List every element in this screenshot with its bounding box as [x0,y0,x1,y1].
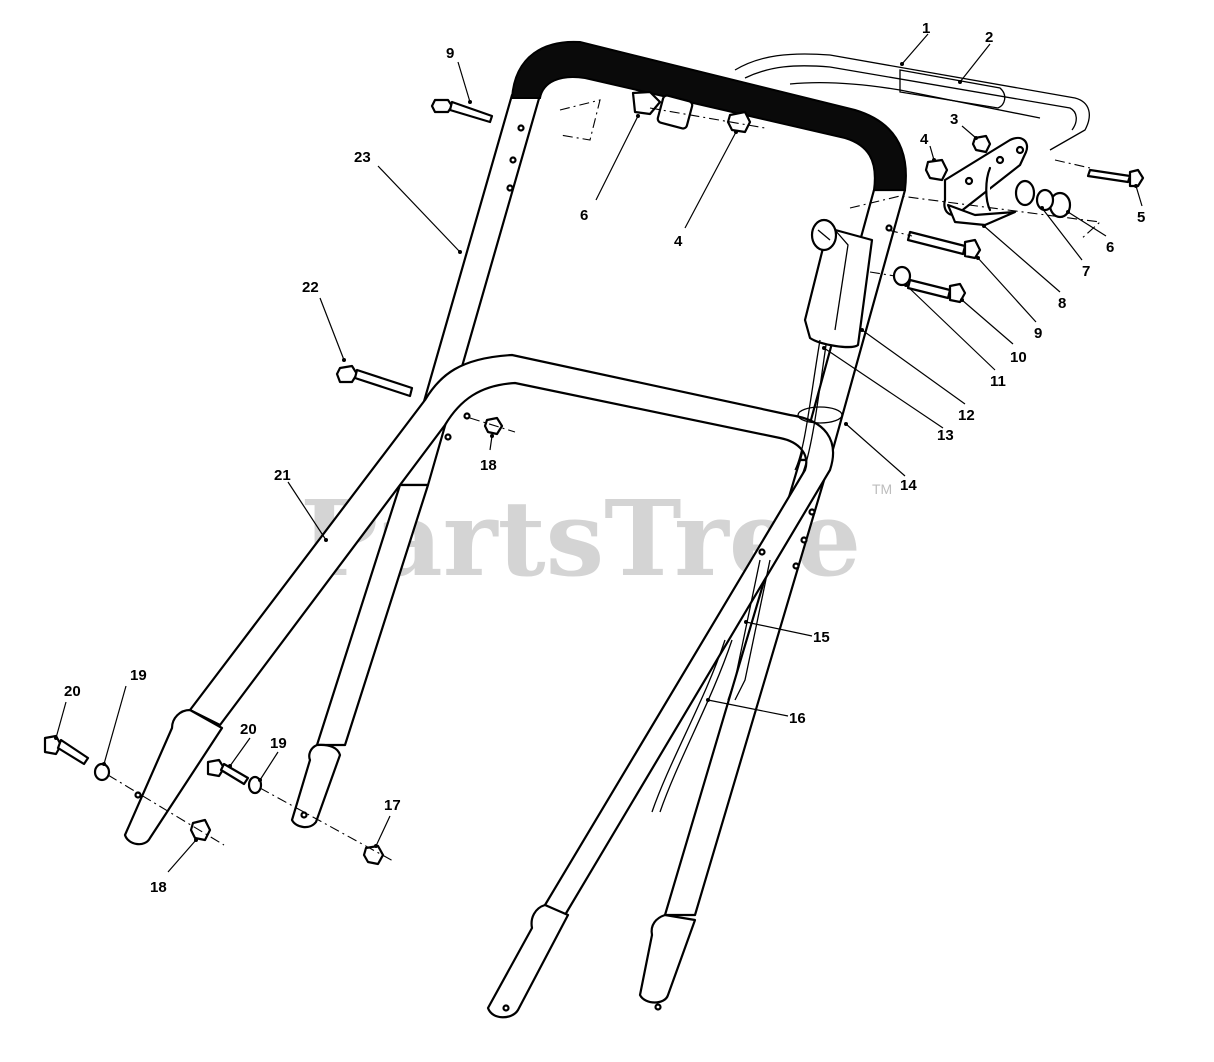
callout-6-top: 6 [580,207,588,224]
callout-15: 15 [813,629,830,646]
control-cables [651,339,827,813]
callout-6: 6 [1106,239,1114,256]
watermark-trademark: TM [872,481,892,497]
callout-9-top: 9 [446,45,454,62]
control-box [803,218,874,349]
assembly-center-lines [107,99,1102,863]
callout-19-middle: 19 [270,735,287,752]
callout-14: 14 [900,477,917,494]
callout-5: 5 [1137,209,1145,226]
callout-19-left: 19 [130,667,147,684]
callout-2: 2 [985,29,993,46]
callout-20-left: 20 [64,683,81,700]
callout-labels: 1 2 3 4 5 6 7 8 9 10 11 12 13 14 15 16 6… [64,20,1145,896]
lower-handle [123,353,835,1019]
callout-8: 8 [1058,295,1066,312]
callout-4: 4 [920,131,929,148]
callout-16: 16 [789,710,806,727]
callout-23: 23 [354,149,371,166]
callout-3: 3 [950,111,958,128]
callout-12: 12 [958,407,975,424]
cable-tie [797,406,843,424]
callout-13: 13 [937,427,954,444]
callout-leaders [54,33,1143,873]
callout-4-top: 4 [674,233,683,250]
callout-1: 1 [922,20,930,37]
callout-21: 21 [274,467,291,484]
callout-18-lower: 18 [150,879,167,896]
callout-22: 22 [302,279,319,296]
control-bail [734,53,1090,151]
callout-7: 7 [1082,263,1090,280]
callout-11: 11 [990,373,1006,390]
callout-10: 10 [1010,349,1027,366]
callout-9: 9 [1034,325,1042,342]
callout-17: 17 [384,797,401,814]
hardware [43,90,1145,866]
callout-20-middle: 20 [240,721,257,738]
cable-bracket [943,136,1029,227]
callout-18-upper: 18 [480,457,497,474]
